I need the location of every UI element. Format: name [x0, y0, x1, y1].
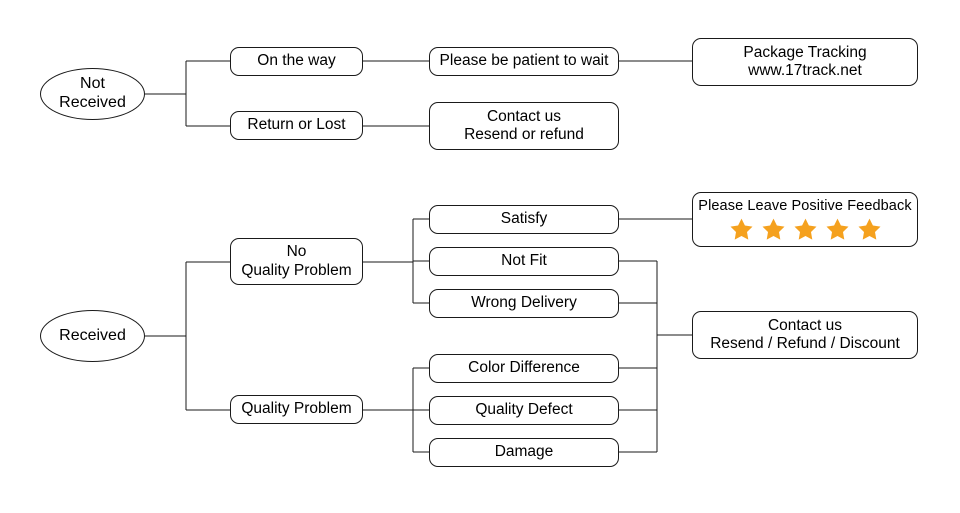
node-not-fit[interactable]: Not Fit	[429, 247, 619, 276]
star-icon[interactable]	[857, 217, 882, 241]
node-no-quality-problem[interactable]: No Quality Problem	[230, 238, 363, 285]
node-color-difference-label: Color Difference	[468, 359, 580, 377]
node-return-or-lost[interactable]: Return or Lost	[230, 111, 363, 140]
node-not-received-line2: Received	[59, 94, 126, 111]
star-icon[interactable]	[729, 217, 754, 241]
node-color-difference[interactable]: Color Difference	[429, 354, 619, 383]
star-icon[interactable]	[825, 217, 850, 241]
node-on-the-way[interactable]: On the way	[230, 47, 363, 76]
node-positive-feedback-label: Please Leave Positive Feedback	[698, 198, 912, 215]
node-on-the-way-label: On the way	[257, 52, 336, 70]
node-received-label: Received	[59, 326, 126, 344]
node-wrong-delivery[interactable]: Wrong Delivery	[429, 289, 619, 318]
node-contact-resend-refund-discount[interactable]: Contact us Resend / Refund / Discount	[692, 311, 918, 359]
node-quality-problem[interactable]: Quality Problem	[230, 395, 363, 424]
node-return-or-lost-label: Return or Lost	[247, 116, 346, 134]
node-damage[interactable]: Damage	[429, 438, 619, 467]
star-icon[interactable]	[761, 217, 786, 241]
node-satisfy[interactable]: Satisfy	[429, 205, 619, 234]
node-package-tracking-line1: Package Tracking	[743, 43, 867, 61]
node-received[interactable]: Received	[40, 310, 145, 362]
node-contact-resend-refund-line1: Contact us	[486, 107, 562, 125]
node-contact-resend-refund-line2: Resend or refund	[464, 126, 584, 143]
node-please-be-patient[interactable]: Please be patient to wait	[429, 47, 619, 76]
node-quality-defect[interactable]: Quality Defect	[429, 396, 619, 425]
node-package-tracking[interactable]: Package Tracking www.17track.net	[692, 38, 918, 86]
star-icon[interactable]	[793, 217, 818, 241]
node-not-received-line1: Not	[80, 75, 105, 93]
node-contact-resend-refund[interactable]: Contact us Resend or refund	[429, 102, 619, 150]
node-not-fit-label: Not Fit	[501, 252, 547, 270]
node-not-received[interactable]: Not Received	[40, 68, 145, 120]
node-no-quality-problem-line2: Quality Problem	[241, 261, 352, 279]
node-contact-resend-refund-discount-line2: Resend / Refund / Discount	[710, 335, 900, 352]
node-quality-defect-label: Quality Defect	[475, 401, 573, 419]
node-package-tracking-url: www.17track.net	[748, 62, 862, 79]
node-positive-feedback[interactable]: Please Leave Positive Feedback	[692, 192, 918, 247]
node-quality-problem-label: Quality Problem	[241, 400, 352, 418]
node-please-be-patient-label: Please be patient to wait	[439, 52, 609, 70]
node-damage-label: Damage	[494, 443, 554, 461]
node-satisfy-label: Satisfy	[500, 210, 548, 228]
node-no-quality-problem-line1: No	[286, 243, 307, 261]
star-rating[interactable]	[729, 217, 882, 241]
node-contact-resend-refund-discount-line1: Contact us	[767, 316, 843, 334]
node-wrong-delivery-label: Wrong Delivery	[471, 294, 577, 312]
